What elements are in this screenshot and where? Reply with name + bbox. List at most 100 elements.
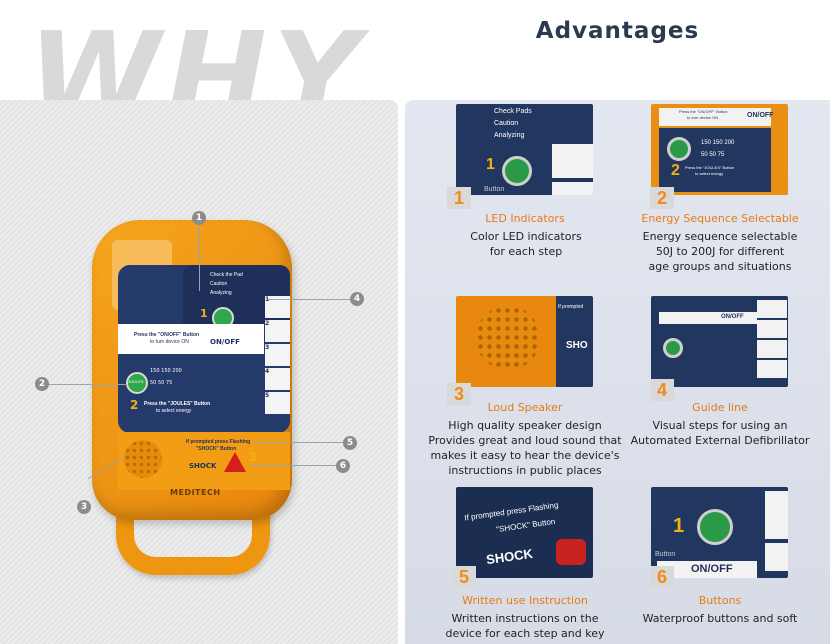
feature-title: Written use Instruction <box>462 594 588 607</box>
thumb-screen <box>556 296 593 387</box>
step-number-3: 3 <box>248 450 257 464</box>
feature-title: Loud Speaker <box>487 401 563 414</box>
step-number-2: 2 <box>130 398 139 412</box>
thumb-onoff-text: ON/OFF <box>691 563 733 575</box>
callout-marker-1: 1 <box>192 211 206 225</box>
joules-instruction-1: Press the "JOULES" Button <box>144 401 211 407</box>
joules-button-label: JOULES <box>128 379 144 384</box>
guide-step-thumb <box>757 340 787 358</box>
callout-marker-6: 6 <box>336 459 350 473</box>
thumb-led-label: Caution <box>494 120 519 127</box>
speaker-grille-icon <box>476 306 540 370</box>
guide-step-thumb <box>757 320 787 338</box>
thumb-energy-2: 50 50 75 <box>701 152 725 158</box>
guide-step-thumb <box>765 543 788 571</box>
joules-button <box>126 372 148 394</box>
feature-description: Written instructions on the device for e… <box>445 612 605 640</box>
thumb-joules-1: Press the "JOULES" Button <box>685 165 735 170</box>
thumb-led-label: Check Pads <box>494 108 532 115</box>
led-indicators-image: Check Pads Caution Analyzing 1 Button <box>456 104 593 195</box>
thumb-prompt: If prompted <box>558 304 584 310</box>
feature-number: 4 <box>650 379 674 401</box>
feature-title: Buttons <box>698 594 742 607</box>
speaker-icon <box>124 440 162 478</box>
thumb-step-number: 2 <box>671 162 680 179</box>
shock-button-icon <box>556 539 586 565</box>
guide-step: 5 <box>265 392 290 414</box>
feature-title: Guide line <box>692 401 748 414</box>
feature-number: 6 <box>650 566 674 588</box>
feature-description: High quality speaker design Provides gre… <box>428 419 622 477</box>
thumb-shock: SHOCK <box>485 545 534 568</box>
thumb-shock-button-text: "SHOCK" Button <box>495 516 556 535</box>
shock-prompt-2: "SHOCK" Button <box>196 446 237 452</box>
guide-step-thumb <box>757 360 787 378</box>
guide-line-image: ON/OFF <box>651 296 788 387</box>
brand-name: MEDITECH <box>170 488 221 497</box>
guide-step-thumb <box>552 144 593 178</box>
callout-line <box>254 442 349 443</box>
power-button-icon <box>697 509 733 545</box>
callout-line <box>250 465 338 466</box>
step-number-1: 1 <box>200 307 208 320</box>
feature-description: Energy sequence selectable 50J to 200J f… <box>642 230 798 273</box>
led-label-check: Check the Pad <box>210 272 243 278</box>
instruction-strip <box>118 324 264 354</box>
guide-step-thumb <box>552 182 593 195</box>
feature-description: Visual steps for using an Automated Exte… <box>630 419 810 447</box>
energy-adult: 150 150 200 <box>150 368 182 374</box>
guide-step: 2 <box>265 320 290 342</box>
guide-step-thumb <box>765 491 788 539</box>
written-instruction-image: If prompted press Flashing "SHOCK" Butto… <box>456 487 593 578</box>
guide-step-thumb <box>757 300 787 318</box>
thumb-step-number: 1 <box>486 156 495 173</box>
thumb-turn-text: to turn device ON <box>687 115 719 120</box>
onoff-instruction-1: Press the "ON/OFF" Button <box>134 332 200 338</box>
speaker-image: If prompted SHO <box>456 296 593 387</box>
buttons-image: 1 Button ON/OFF <box>651 487 788 578</box>
thumb-step-number: 1 <box>673 515 685 537</box>
feature-number: 5 <box>452 566 476 588</box>
shock-button-icon <box>224 452 246 472</box>
led-label-caution: Caution <box>210 281 228 287</box>
callout-line <box>42 384 127 385</box>
led-label-analyzing: Analyzing <box>210 290 232 296</box>
feature-number: 3 <box>447 383 471 405</box>
page-title: Advantages <box>535 18 700 44</box>
feature-number: 2 <box>650 187 674 209</box>
thumb-onoff-text: ON/OFF <box>747 112 774 119</box>
thumb-button-text: Button <box>655 551 676 558</box>
shock-label: SHOCK <box>189 462 217 470</box>
guide-step: 3 <box>265 344 290 366</box>
guide-step: 4 <box>265 368 290 390</box>
callout-marker-2: 2 <box>35 377 49 391</box>
feature-number: 1 <box>447 187 471 209</box>
thumb-onoff-text: ON/OFF <box>721 314 744 320</box>
joules-button-icon <box>667 137 691 161</box>
feature-description: Waterproof buttons and soft <box>642 612 798 625</box>
callout-line <box>268 299 356 300</box>
callout-line <box>199 223 200 291</box>
thumb-strip <box>659 312 757 324</box>
feature-description: Color LED indicators for each step <box>470 230 582 258</box>
joules-button-icon <box>663 338 683 358</box>
guide-step: 1 <box>265 296 290 318</box>
feature-title: Energy Sequence Selectable <box>641 212 799 225</box>
step-guide-strip: 1 2 3 4 5 <box>265 296 290 416</box>
onoff-label: ON/OFF <box>210 338 240 346</box>
power-button-icon <box>502 156 532 186</box>
thumb-button-text: Button <box>484 186 505 193</box>
energy-child: 50 50 75 <box>150 380 173 386</box>
joules-instruction-2: to select energy <box>156 408 192 414</box>
thumb-press-text: Press the "ON/OFF" Button <box>679 109 728 114</box>
thumb-strip <box>659 108 771 126</box>
callout-marker-3: 3 <box>77 500 91 514</box>
callout-marker-4: 4 <box>350 292 364 306</box>
thumb-joules-2: to select energy <box>695 171 724 176</box>
thumb-shock: SHO <box>566 340 588 351</box>
thumb-led-label: Analyzing <box>494 132 525 139</box>
callout-marker-5: 5 <box>343 436 357 450</box>
feature-title: LED Indicators <box>485 212 565 225</box>
energy-selector-image: Press the "ON/OFF" Button to turn device… <box>651 104 788 195</box>
shock-prompt-1: If prompted press Flashing <box>186 439 251 445</box>
